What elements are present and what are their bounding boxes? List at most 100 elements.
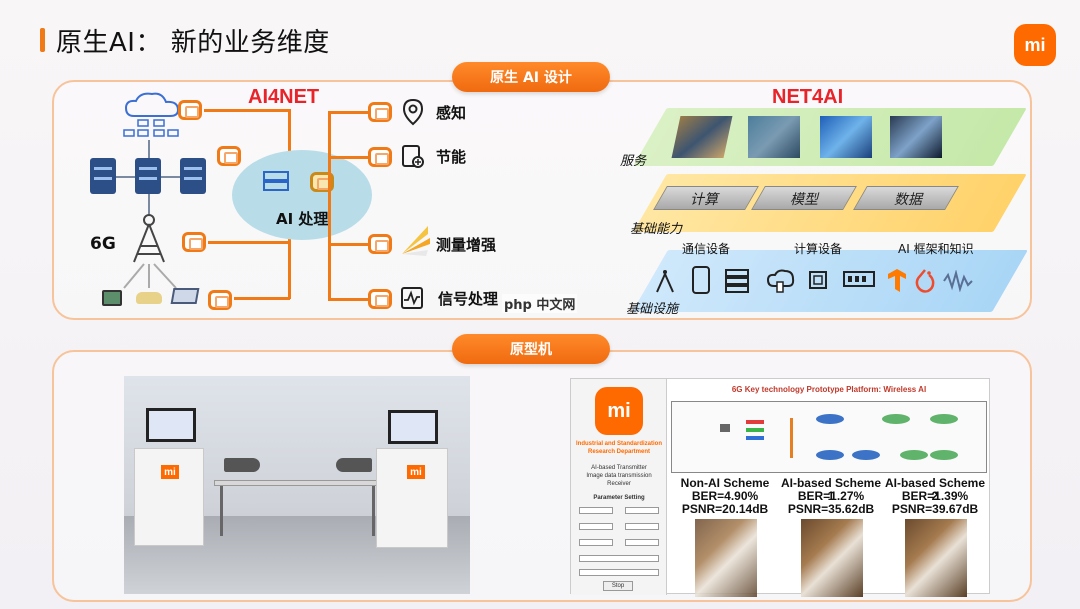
laptop-device-icon [170, 288, 200, 304]
left-horn-antenna [224, 458, 260, 472]
tensorflow-icon [888, 269, 906, 292]
connector-line [328, 298, 368, 301]
connector-line [328, 111, 368, 114]
infra-group-compute: 计算设备 [794, 242, 843, 256]
table-leg [220, 486, 223, 536]
diagram-bar-blue [746, 436, 764, 440]
service-image-traffic [671, 116, 733, 158]
right-horn-antenna [336, 458, 372, 472]
diagram-node-green [930, 450, 958, 460]
chip-icon [182, 232, 206, 252]
result-1-image [801, 519, 863, 597]
ai-core-label: AI 处理 [276, 210, 329, 228]
diagram-node-blue [816, 414, 844, 424]
app-line-2: Image data transmission [586, 473, 652, 479]
result-2-ber: BER=1.39% [901, 489, 969, 503]
xiaomi-logo-icon: mi [1014, 24, 1056, 66]
symbol-select[interactable] [579, 555, 659, 562]
org-line-1: Industrial and Standardization [575, 441, 662, 447]
watermark-text: php 中文网 [502, 294, 578, 313]
prototype-photo: mi mi [124, 376, 470, 594]
result-1-ber: BER=1.27% [797, 489, 865, 503]
diagram-orange-bracket [790, 418, 793, 458]
result-2-name: AI-based Scheme 2 [884, 476, 986, 503]
param-field[interactable] [579, 539, 613, 546]
cloud-servers-icon [123, 92, 180, 137]
diagram-node-green [900, 450, 928, 460]
chip-icon [368, 289, 392, 309]
cloud-device-icon [766, 269, 795, 293]
capability-sensing: 感知 [436, 104, 467, 122]
capability-measurement: 测量增强 [436, 236, 497, 254]
results-area: Non-AI Scheme BER=4.90% PSNR=20.14dB AI-… [671, 475, 987, 597]
diagram-bar-red [746, 420, 764, 424]
connector-line [208, 241, 290, 244]
chip-icon [368, 234, 392, 254]
chip-icon [178, 100, 202, 120]
server-icon [135, 158, 161, 194]
infrastructure-layer-label: 基础设施 [626, 302, 679, 317]
service-image-ai [890, 116, 942, 158]
app-line-3: Receiver [607, 481, 631, 487]
diagram-node-blue [852, 450, 880, 460]
server-icon [90, 158, 116, 194]
memory-module-icon [843, 271, 875, 287]
table-top [214, 480, 380, 486]
left-cabinet: mi [134, 448, 204, 546]
capability-signal-processing: 信号处理 [438, 290, 499, 308]
native-ai-design-pill: 原生 AI 设计 [452, 62, 610, 92]
prototype-pill: 原型机 [452, 334, 610, 364]
right-monitor [388, 410, 438, 444]
service-image-vr [820, 116, 872, 158]
result-0-name: Non-AI Scheme [680, 476, 770, 490]
capability-layer-label: 基础能力 [630, 222, 683, 237]
energy-clipboard-icon [402, 145, 424, 168]
diagram-node-green [882, 414, 910, 424]
connector-line [328, 111, 331, 301]
antenna-tower-icon [133, 214, 165, 263]
monitor-device-icon [102, 290, 122, 306]
result-0-psnr: PSNR=20.14dB [681, 502, 769, 516]
cabinet-logo-icon: mi [407, 465, 425, 479]
bit-select[interactable] [579, 569, 659, 576]
connector-line [328, 156, 368, 159]
tile-model-label: 模型 [790, 192, 818, 208]
server-link-line [148, 140, 150, 162]
stop-button[interactable]: Stop [603, 581, 633, 591]
measurement-fan-icon [402, 226, 430, 256]
diagram-node-green [930, 414, 958, 424]
param-field[interactable] [625, 539, 659, 546]
chip-icon [368, 102, 392, 122]
diagram-bar-green [746, 428, 764, 432]
result-0-image [695, 519, 757, 597]
title-accent-bar [40, 28, 45, 52]
page-title: 原生AI： 新的业务维度 [56, 28, 330, 58]
left-monitor [146, 408, 196, 442]
param-field[interactable] [579, 523, 613, 530]
param-field[interactable] [579, 507, 613, 514]
infra-group-comm: 通信设备 [682, 242, 731, 256]
result-0-ber: BER=4.90% [691, 489, 759, 503]
table-leg [372, 486, 375, 536]
right-cabinet: mi [376, 448, 448, 548]
platform-logo-icon: mi [595, 387, 643, 435]
param-field[interactable] [625, 507, 659, 514]
ai-processing-core [232, 150, 372, 240]
diagram-node-blue [816, 450, 844, 460]
pytorch-icon [915, 269, 935, 293]
service-image-robot [748, 116, 800, 158]
service-layer-label: 服务 [620, 154, 647, 169]
car-device-icon [136, 292, 162, 304]
result-1-name: AI-based Scheme 1 [780, 476, 882, 503]
app-line-1: AI-based Transmitter [591, 465, 647, 471]
rack-server-icon [725, 269, 749, 293]
capability-energy-saving: 节能 [436, 148, 467, 166]
cpu-icon [809, 271, 827, 289]
ai4net-title: AI4NET [248, 86, 320, 108]
server-icon [180, 158, 206, 194]
device-arrows-icon [123, 263, 177, 289]
antenna-icon [656, 270, 674, 293]
waveform-icon [943, 270, 973, 292]
org-line-2: Research Department [587, 449, 651, 455]
param-field[interactable] [625, 523, 659, 530]
